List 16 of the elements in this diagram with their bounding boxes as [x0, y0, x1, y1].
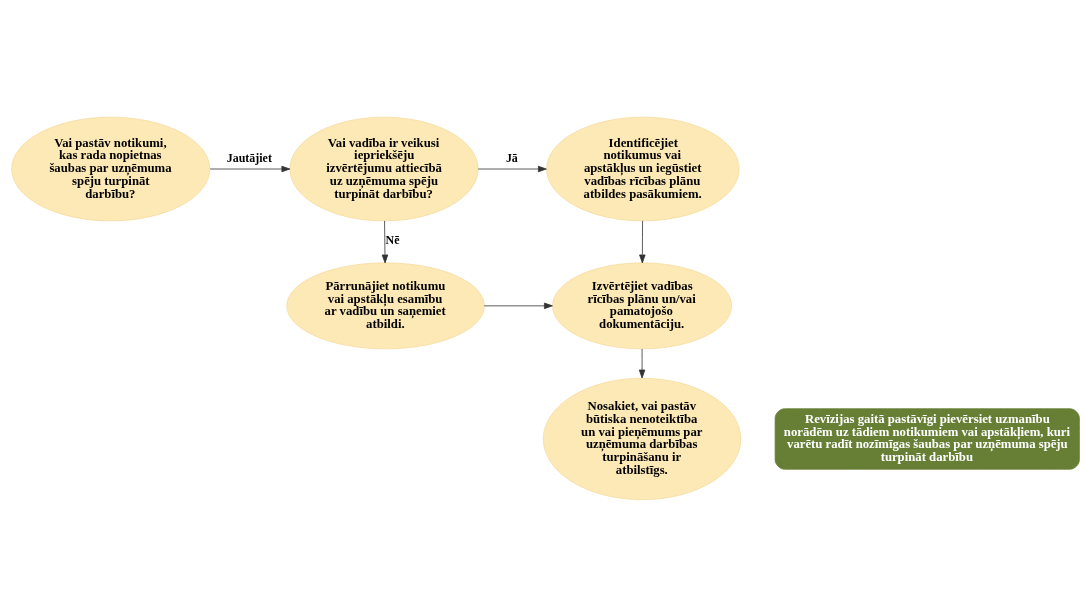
- arrow: [638, 348, 646, 378]
- node-box: Revīzijas gaitā pastāvīgi pievērsiet uzmanību norādēm uz tādiem notikumiem vai apstākļiem, kuri varētu radīt nozīmīgas šaubas par uzņēmuma spēju turpināt darbību: [774, 407, 1080, 470]
- arrow: [381, 220, 389, 263]
- arrow: [209, 165, 291, 172]
- edge-label: Jā: [505, 150, 518, 165]
- edge-label: Jautājiet: [226, 150, 272, 165]
- node-ellipse: Izvērtējiet vadības rīcības plānu un/vai pamatojošo dokumentāciju.: [552, 261, 732, 349]
- node-ellipse: Vai vadība ir veikusi iepriekšēju izvērtējumu attiecībā uz uzņēmuma spēju turpināt darbību?: [289, 116, 479, 221]
- arrow: [639, 220, 646, 263]
- node-ellipse: Pārrunājiet notikumu vai apstākļu esamību ar vadību un saņemiet atbildi.: [286, 261, 485, 349]
- edge-label: Nē: [385, 232, 400, 247]
- arrow: [477, 165, 547, 172]
- node-ellipse: Identificējiet notikumus vai apstākļus un iegūstiet vadības rīcības plānu atbildes pasākumiem.: [546, 116, 740, 221]
- arrow: [483, 302, 553, 309]
- node-ellipse: Nosakiet, vai pastāv būtiska nenoteiktība un vai pieņēmums par uzņēmuma darbības turpināšanu ir atbilstīgs.: [542, 377, 742, 500]
- node-ellipse: Vai pastāv notikumi, kas rada nopietnas šaubas par uzņēmuma spēju turpināt darbību?: [11, 116, 211, 221]
